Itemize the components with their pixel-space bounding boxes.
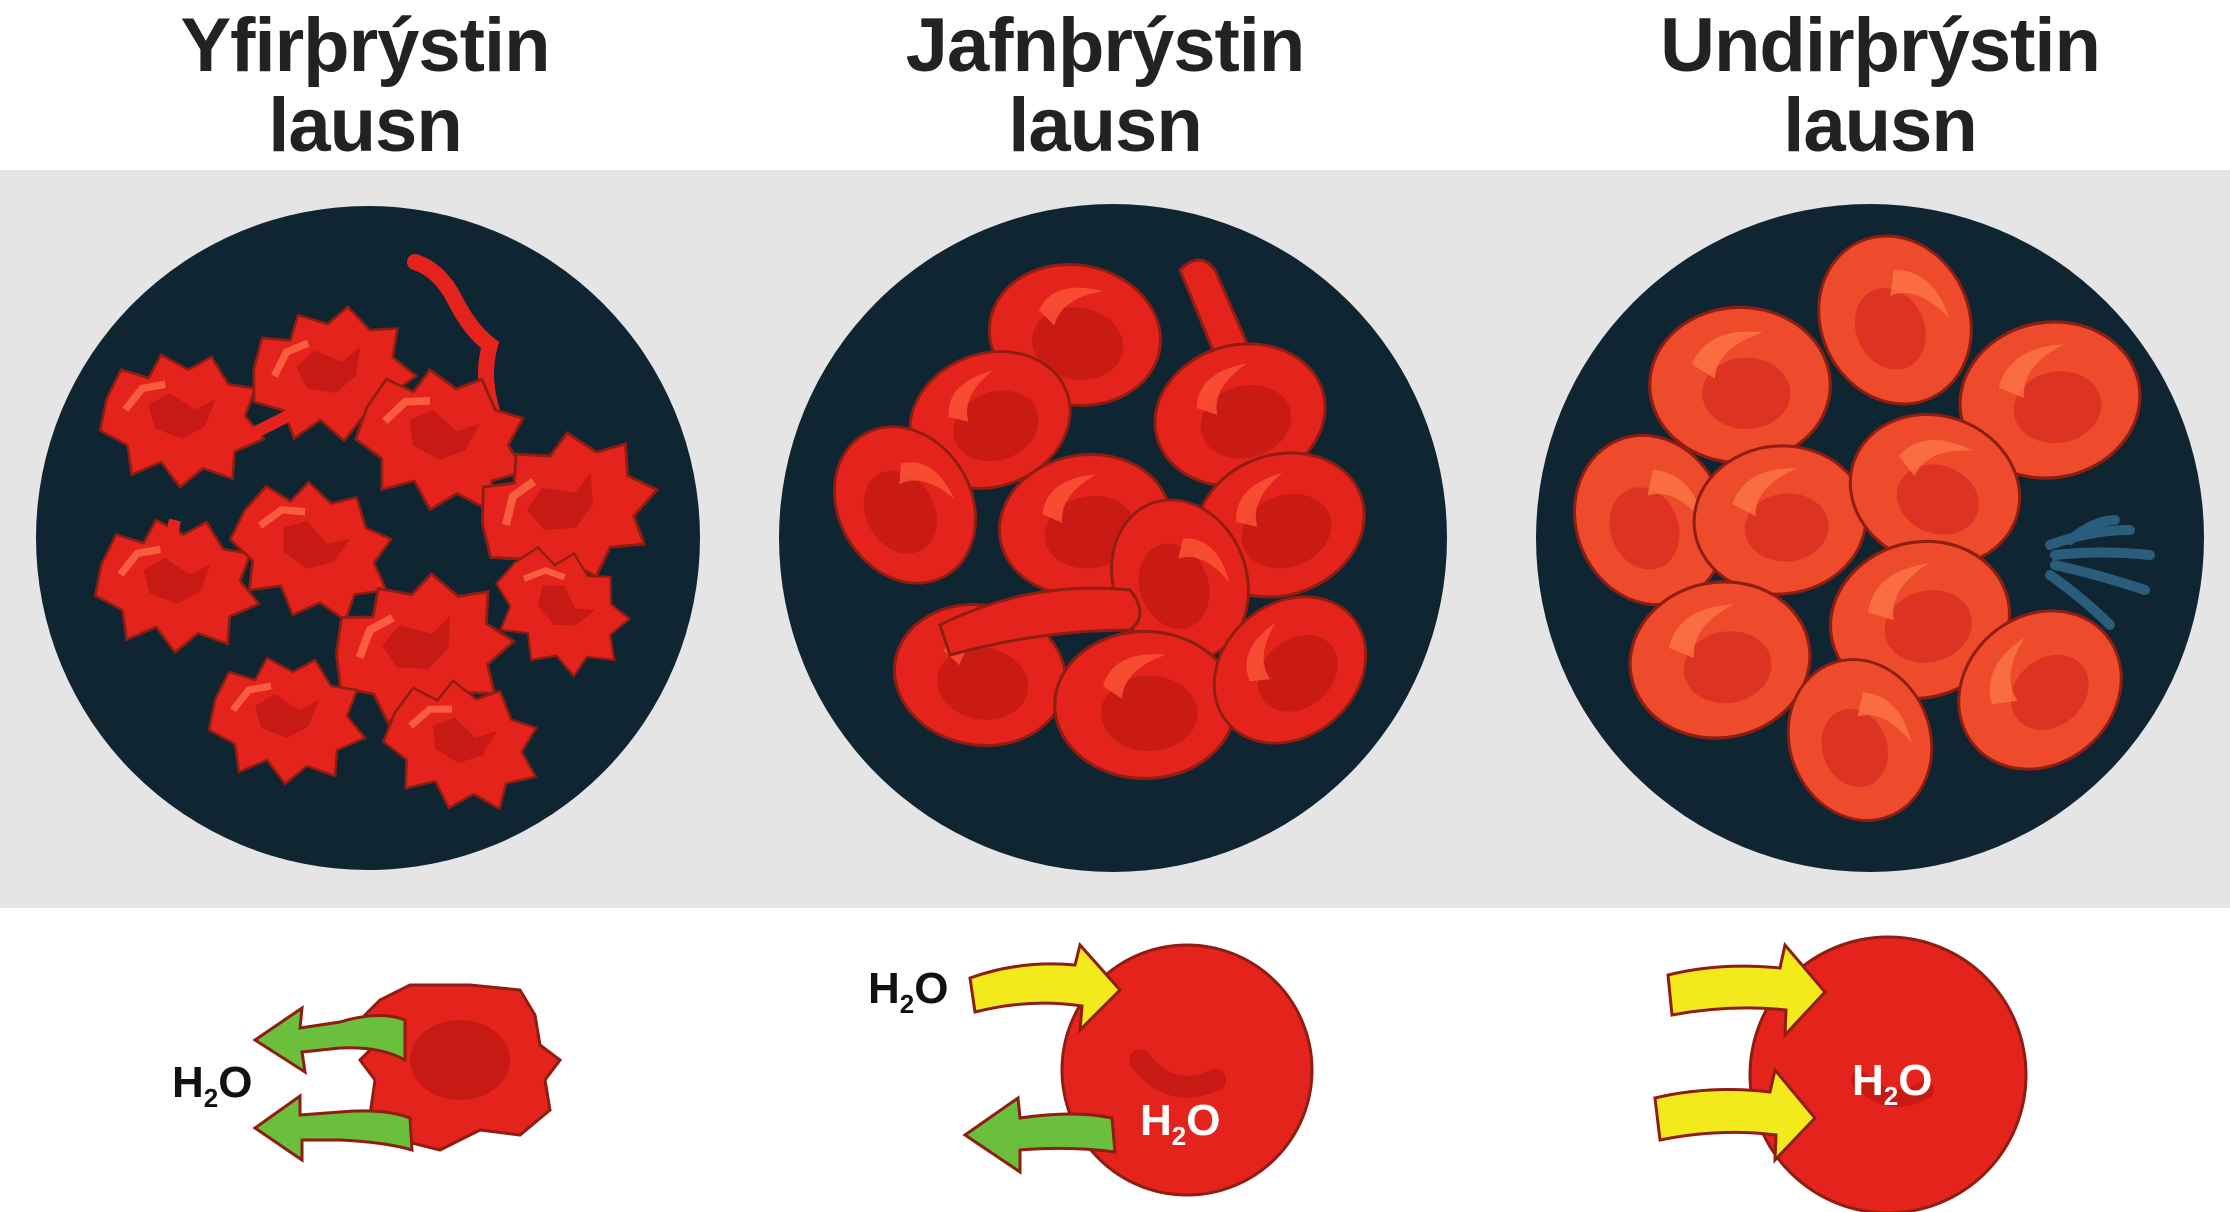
normal-cells xyxy=(805,249,1397,781)
crenated-cell-detail xyxy=(358,983,563,1152)
normal-cell-detail xyxy=(1060,943,1314,1197)
hypotonic-title-line1: Undirþrýstin xyxy=(1660,3,2101,88)
water-label: H2O xyxy=(1140,1096,1221,1151)
yellow-arrow-in-icon xyxy=(968,941,1123,1034)
lysis-burst-icon xyxy=(2045,515,2155,630)
water-label: H2O xyxy=(172,1058,253,1113)
hypotonic-title: Undirþrýstin lausn xyxy=(1530,6,2230,166)
water-label: H2O xyxy=(868,964,949,1019)
isotonic-title: Jafnþrýstin lausn xyxy=(755,6,1455,166)
hypertonic-title-line2: lausn xyxy=(268,83,463,168)
water-label: H2O xyxy=(1852,1056,1933,1111)
hypertonic-title-line1: Yfirþrýstin xyxy=(180,3,550,88)
hypotonic-title-line2: lausn xyxy=(1783,83,1978,168)
swollen-cell-detail xyxy=(1748,935,2028,1212)
isotonic-title-line2: lausn xyxy=(1008,83,1203,168)
hypertonic-title: Yfirþrýstin lausn xyxy=(15,6,715,166)
yellow-arrow-in-icon xyxy=(1653,941,1828,1164)
shrunken-cells xyxy=(95,254,679,822)
green-arrow-out-icon xyxy=(962,1095,1117,1175)
green-arrow-out-icon xyxy=(252,1004,414,1163)
isotonic-title-line1: Jafnþrýstin xyxy=(905,3,1306,88)
